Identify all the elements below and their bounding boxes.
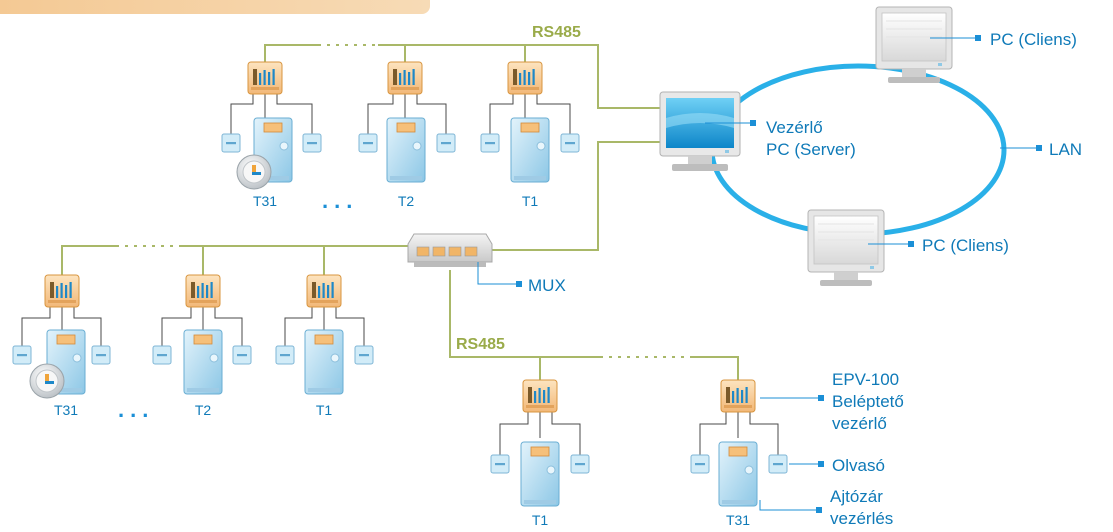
bus-top-main <box>378 44 660 109</box>
unit-left-t1: T1 <box>275 274 374 418</box>
reader-icon <box>560 133 580 153</box>
unit-label: T31 <box>726 512 750 528</box>
reader-icon <box>275 345 295 365</box>
unit-top-t31: T31 <box>221 61 322 209</box>
lock-icon <box>236 154 272 190</box>
epv-label-line1: EPV-100 <box>832 370 899 389</box>
reader-icon <box>302 133 322 153</box>
door-icon <box>386 117 426 183</box>
bus-bottom-main <box>449 270 541 380</box>
door-icon <box>304 329 344 395</box>
unit-label: T2 <box>398 193 415 209</box>
callout-lines <box>477 37 1038 511</box>
client-top-label: PC (Cliens) <box>990 30 1077 49</box>
unit-label: T1 <box>532 512 549 528</box>
group-top: T31 T2 <box>221 61 580 213</box>
reader-icon <box>152 345 172 365</box>
server-monitor-icon <box>659 91 741 171</box>
mux-icon <box>407 233 493 267</box>
reader-icon <box>358 133 378 153</box>
bus-left-stub <box>61 245 118 275</box>
bus-top-left-stub <box>264 44 318 62</box>
bus-bottom-stub <box>690 356 739 380</box>
ellipsis-top: ... <box>322 188 358 213</box>
door-icon <box>183 329 223 395</box>
reader-icon <box>354 345 374 365</box>
controller-icon <box>522 379 558 413</box>
unit-label: T1 <box>522 193 539 209</box>
server-label-line2: PC (Server) <box>766 140 856 159</box>
reader-icon <box>570 454 590 474</box>
ellipsis-left: ... <box>118 397 154 422</box>
lock-icon <box>29 363 65 399</box>
unit-label: T2 <box>195 402 212 418</box>
unit-label: T1 <box>316 402 333 418</box>
rs485-bottom-label: RS485 <box>456 336 505 353</box>
door-icon <box>718 441 758 507</box>
door-icon <box>510 117 550 183</box>
lan-ring <box>709 63 1007 237</box>
callout-markers <box>516 35 1042 513</box>
bus-lines <box>61 44 739 380</box>
reader-label: Olvasó <box>832 456 885 475</box>
controller-icon <box>44 274 80 308</box>
client-monitor-icon <box>807 209 885 287</box>
mux-label: MUX <box>528 276 566 295</box>
reader-icon <box>768 454 788 474</box>
reader-icon <box>12 345 32 365</box>
unit-left-t31: T31 <box>12 274 111 418</box>
reader-icon <box>490 454 510 474</box>
group-bottom: T1 T31 <box>490 379 788 528</box>
client-bottom-label: PC (Cliens) <box>922 236 1009 255</box>
controller-icon <box>306 274 342 308</box>
reader-icon <box>480 133 500 153</box>
controller-icon <box>387 61 423 95</box>
rs485-top-label: RS485 <box>532 24 581 41</box>
controller-icon <box>247 61 283 95</box>
unit-label: T31 <box>253 193 277 209</box>
unit-left-t2: T2 <box>152 274 252 418</box>
controller-icon <box>185 274 221 308</box>
unit-bottom-t1: T1 <box>490 379 590 528</box>
reader-icon <box>436 133 456 153</box>
lock-control-label-line2: vezérlés <box>830 509 893 528</box>
accent-bar <box>0 0 430 14</box>
server-label-line1: Vezérlő <box>766 118 823 137</box>
unit-top-t2: T2 <box>358 61 456 209</box>
client-monitor-icon <box>875 6 953 84</box>
bus-server-to-mux <box>488 141 660 251</box>
epv-label-line2: Beléptető <box>832 392 904 411</box>
unit-label: T31 <box>54 402 78 418</box>
lan-label: LAN <box>1049 140 1082 159</box>
group-left: T31 T2 <box>12 274 374 422</box>
reader-icon <box>91 345 111 365</box>
controller-icon <box>720 379 756 413</box>
unit-top-t1: T1 <box>480 61 580 209</box>
reader-icon <box>232 345 252 365</box>
lock-control-label-line1: Ajtózár <box>830 487 883 506</box>
controller-icon <box>507 61 543 95</box>
epv-label-line3: vezérlő <box>832 414 887 433</box>
unit-bottom-t31: T31 <box>690 379 788 528</box>
reader-icon <box>690 454 710 474</box>
reader-icon <box>221 133 241 153</box>
door-icon <box>520 441 560 507</box>
